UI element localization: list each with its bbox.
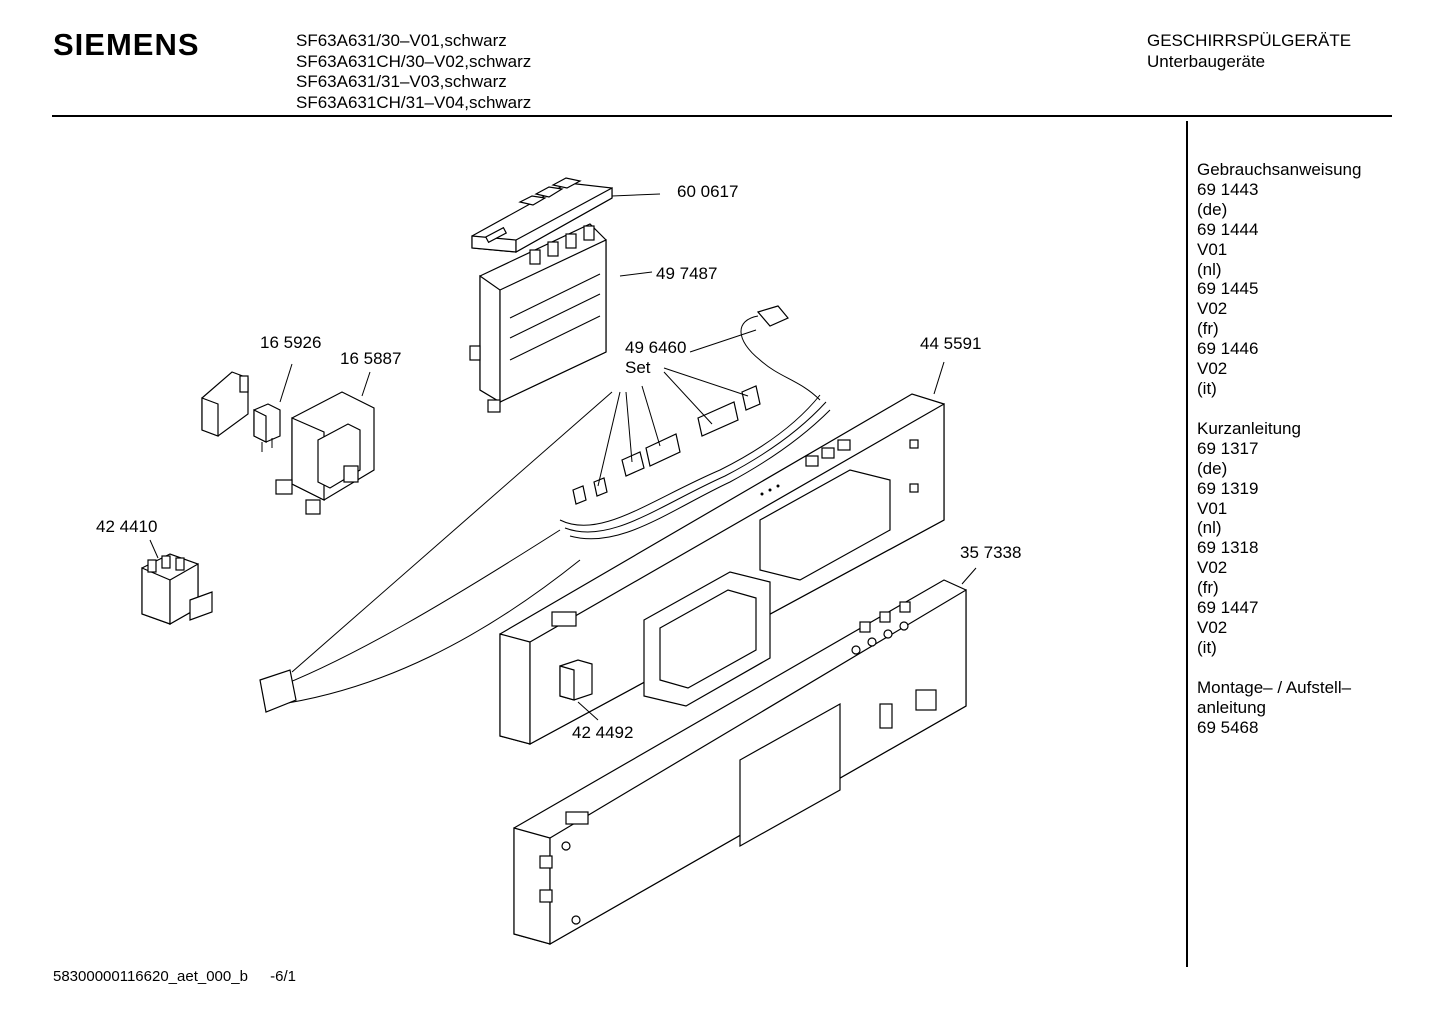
label-600617: 60 0617: [677, 182, 738, 201]
sidebar-line: 69 1318: [1197, 538, 1259, 558]
sidebar-section-manual: Gebrauchsanweisung 69 1443 (de) 69 1444 …: [1197, 160, 1361, 399]
model-line: SF63A631/30–V01,schwarz: [296, 31, 507, 50]
part-rear-panel[interactable]: [513, 567, 977, 946]
sidebar-line: 69 1319: [1197, 478, 1259, 498]
label-445591: 44 5591: [920, 334, 981, 353]
sidebar-line: Montage– / Aufstell–: [1197, 677, 1352, 697]
sidebar-section-installation: Montage– / Aufstell– anleitung 69 5468: [1197, 678, 1361, 738]
sidebar-section-short-guide: Kurzanleitung 69 1317 (de) 69 1319 V01 (…: [1197, 419, 1361, 658]
sidebar-line: V02: [1197, 617, 1228, 637]
sidebar-line: (nl): [1197, 259, 1222, 279]
label-424410: 42 4410: [96, 517, 157, 536]
brand-logo: SIEMENS: [53, 27, 200, 62]
sidebar-line: anleitung: [1197, 697, 1267, 717]
sidebar-line: 69 5468: [1197, 717, 1259, 737]
sidebar-line: 69 1447: [1197, 598, 1259, 618]
part-control-module[interactable]: [469, 223, 653, 413]
part-small-module[interactable]: [559, 659, 599, 721]
part-connector-block[interactable]: [141, 539, 213, 626]
sidebar-line: V02: [1197, 299, 1228, 319]
model-list: SF63A631/30–V01,schwarz SF63A631CH/30–V0…: [296, 31, 531, 113]
sidebar-line: V02: [1197, 359, 1228, 379]
sidebar-line: (fr): [1197, 578, 1219, 598]
sidebar-line: V01: [1197, 498, 1228, 518]
sidebar-line: (de): [1197, 458, 1228, 478]
sidebar-line: 69 1446: [1197, 339, 1259, 359]
sidebar-line: 69 1443: [1197, 179, 1259, 199]
sidebar-line: Kurzanleitung: [1197, 418, 1301, 438]
part-mounting-housing[interactable]: [275, 371, 375, 515]
sidebar-line: (it): [1197, 378, 1217, 398]
model-line: SF63A631CH/30–V02,schwarz: [296, 51, 532, 71]
sidebar-line: (it): [1197, 637, 1217, 657]
sidebar-line: 69 1445: [1197, 279, 1259, 299]
sidebar-divider: [1186, 121, 1188, 967]
part-bracket-cover[interactable]: [201, 371, 249, 437]
sidebar-line: Gebrauchsanweisung: [1197, 160, 1362, 179]
label-424492: 42 4492: [572, 723, 633, 742]
doc-id: 58300000116620_aet_000_b: [53, 968, 248, 985]
label-set: Set: [625, 358, 651, 377]
part-front-panel[interactable]: [499, 361, 945, 746]
model-line: SF63A631CH/31–V04,schwarz: [296, 92, 532, 112]
label-496460: 49 6460: [625, 338, 686, 357]
label-357338: 35 7338: [960, 543, 1021, 562]
page-number: -6/1: [270, 968, 296, 985]
sidebar-line: (nl): [1197, 518, 1222, 538]
label-165926: 16 5926: [260, 333, 321, 352]
sidebar-line: 69 1444: [1197, 219, 1259, 239]
label-165887: 16 5887: [340, 349, 401, 368]
part-cable-harness[interactable]: [259, 305, 831, 713]
sidebar-line: (fr): [1197, 319, 1219, 339]
documents-sidebar: Gebrauchsanweisung 69 1443 (de) 69 1444 …: [1197, 160, 1361, 757]
header-divider: [52, 115, 1392, 117]
category-subtitle: Unterbaugeräte: [1147, 51, 1266, 71]
label-497487: 49 7487: [656, 264, 717, 283]
category-block: GESCHIRRSPÜLGERÄTE Unterbaugeräte: [1147, 31, 1351, 72]
sidebar-line: V02: [1197, 558, 1228, 578]
sidebar-line: 69 1317: [1197, 438, 1259, 458]
part-switch-strip[interactable]: [471, 177, 661, 254]
part-relay[interactable]: [253, 363, 293, 452]
sidebar-line: (de): [1197, 199, 1228, 219]
model-line: SF63A631/31–V03,schwarz: [296, 72, 507, 91]
category-title: GESCHIRRSPÜLGERÄTE: [1147, 31, 1352, 50]
footer: 58300000116620_aet_000_b -6/1: [53, 968, 314, 985]
sidebar-line: V01: [1197, 239, 1228, 259]
